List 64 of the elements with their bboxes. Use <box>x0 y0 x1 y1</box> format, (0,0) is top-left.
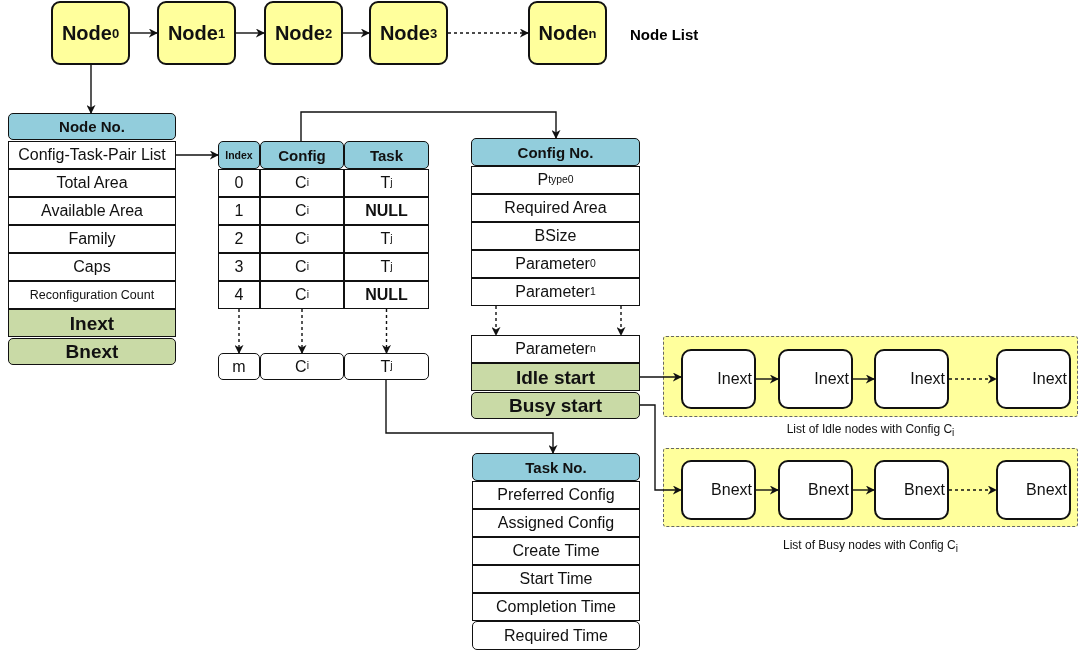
table-cell: 0 <box>218 169 260 197</box>
pointer-field: Inext <box>8 309 176 337</box>
table-header: Index <box>218 141 260 169</box>
arrow <box>382 308 391 354</box>
table-cell: 1 <box>218 197 260 225</box>
table-row: Completion Time <box>472 593 640 621</box>
table-header: Task <box>344 141 429 169</box>
arrow <box>86 64 96 114</box>
arrow <box>852 374 875 384</box>
arrow <box>491 305 501 336</box>
arrow <box>755 374 779 384</box>
list-node: Bnext <box>996 460 1071 520</box>
table-cell: 2 <box>218 225 260 253</box>
table-cell: m <box>218 353 260 380</box>
table-row: Config-Task-Pair List <box>8 141 176 169</box>
arrow <box>297 308 307 354</box>
arrow <box>639 404 682 495</box>
table-row: Required Time <box>472 621 640 650</box>
list-node: Inext <box>874 349 949 409</box>
table-row: BSize <box>471 222 640 250</box>
arrow <box>235 28 265 38</box>
table-row: Family <box>8 225 176 253</box>
arrow <box>300 111 561 142</box>
arrow <box>755 485 779 495</box>
arrow <box>852 485 875 495</box>
table-header: Task No. <box>472 453 640 481</box>
group-caption: List of Idle nodes with Config C$_{i}$ <box>785 422 956 439</box>
pointer-field: Idle start <box>471 363 640 391</box>
table-row: Required Area <box>471 194 640 222</box>
table-header: Config No. <box>471 138 640 166</box>
group-caption: List of Busy nodes with Config C$_{i}$ <box>782 538 959 555</box>
table-cell: NULL <box>344 197 429 225</box>
arrow <box>385 379 558 454</box>
table-header: Node No. <box>8 113 176 140</box>
table-cell: 3 <box>218 253 260 281</box>
table-row: Available Area <box>8 197 176 225</box>
arrow <box>447 28 529 38</box>
arrow <box>129 28 158 38</box>
list-node: Bnext <box>874 460 949 520</box>
arrow <box>948 374 997 384</box>
list-node: Inext <box>681 349 756 409</box>
list-node: Inext <box>996 349 1071 409</box>
pointer-field: Busy start <box>471 392 640 419</box>
table-cell: 4 <box>218 281 260 309</box>
arrow <box>948 485 997 495</box>
arrow <box>616 305 626 336</box>
table-row: Caps <box>8 253 176 281</box>
table-row: Reconfiguration Count <box>8 281 176 309</box>
diagram-label: Node List <box>630 26 699 43</box>
table-row: Preferred Config <box>472 481 640 509</box>
table-row: Total Area <box>8 169 176 197</box>
table-row: Assigned Config <box>472 509 640 537</box>
table-row: Start Time <box>472 565 640 593</box>
table-row: Create Time <box>472 537 640 565</box>
list-node: Bnext <box>778 460 853 520</box>
list-node: Bnext <box>681 460 756 520</box>
table-cell: NULL <box>344 281 429 309</box>
arrow <box>175 150 219 160</box>
arrow <box>342 28 370 38</box>
list-node: Inext <box>778 349 853 409</box>
arrow <box>639 372 682 382</box>
table-header: Config <box>260 141 344 169</box>
pointer-field: Bnext <box>8 338 176 365</box>
arrow <box>234 308 244 354</box>
